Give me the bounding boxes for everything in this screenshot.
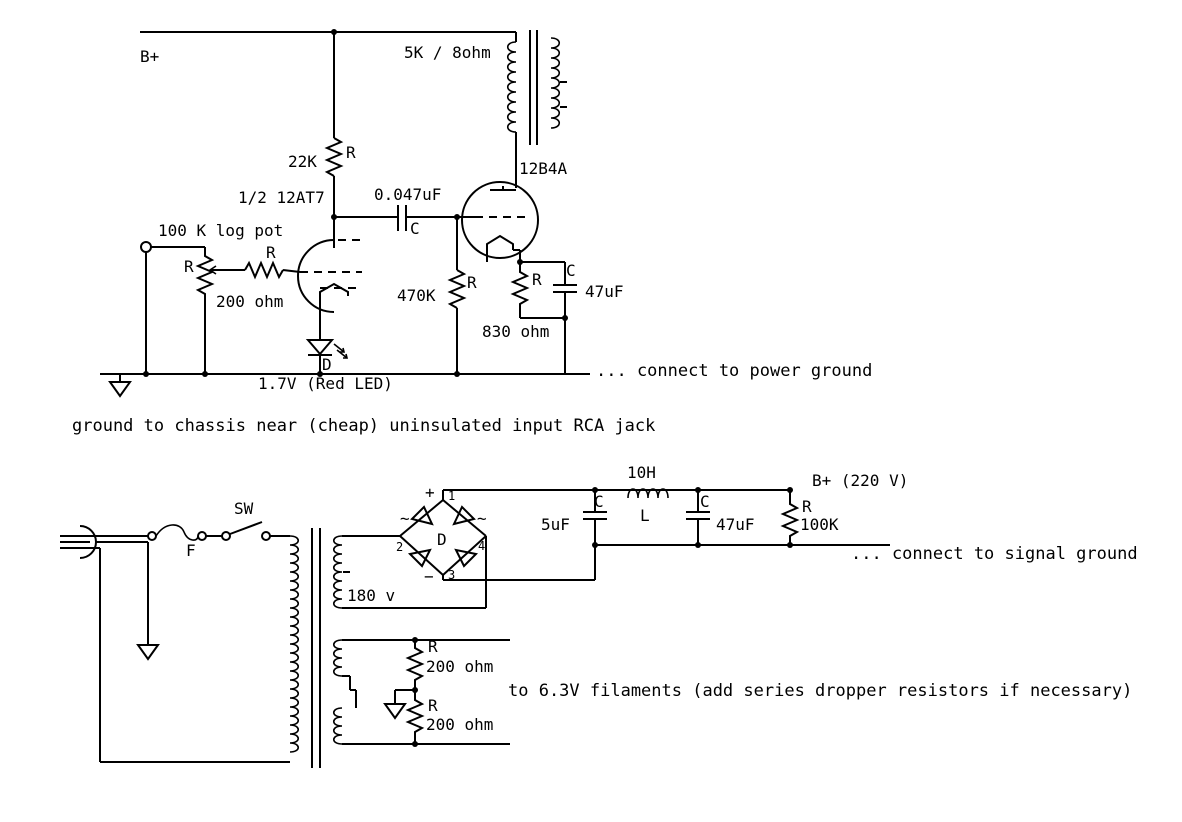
filament-secondary-lower	[332, 707, 343, 745]
choke-label: L	[640, 506, 650, 525]
led-triangle	[305, 339, 335, 356]
cathode-resistor-value: 830 ohm	[482, 322, 549, 341]
cathode-resistor	[510, 262, 530, 318]
pot-r-label: R	[184, 257, 194, 276]
plate-resistor	[324, 137, 344, 177]
filament-resistor-lower-value: 200 ohm	[426, 715, 493, 734]
grid-resistor-value: 470K	[397, 286, 436, 305]
led-note: 1.7V (Red LED)	[258, 374, 393, 393]
bleeder-label: R	[802, 497, 812, 516]
cathode-cap-label: C	[566, 261, 576, 280]
power-ground-note: ... connect to power ground	[596, 361, 872, 381]
fuse	[155, 524, 199, 541]
switch-label: SW	[234, 499, 254, 518]
led-label: D	[322, 355, 332, 374]
bridge-ac-right: ~	[477, 509, 487, 528]
grid-stopper-value: 200 ohm	[216, 292, 283, 311]
filament-resistor-lower-label: R	[428, 696, 438, 715]
tube1-cathode	[319, 282, 349, 312]
filament-resistor-upper-value: 200 ohm	[426, 657, 493, 676]
bridge-diode-4	[454, 548, 479, 568]
choke-value: 10H	[627, 463, 656, 482]
filter-cap2-label: C	[700, 492, 710, 511]
bridge-diode-2	[452, 505, 476, 526]
pot-label: 100 K log pot	[158, 221, 283, 240]
transformer-secondary-coil	[550, 37, 561, 129]
filament-resistor-lower	[405, 690, 425, 744]
bridge-rectifier	[399, 490, 487, 608]
power-supply-circuit	[60, 487, 890, 768]
grid-resistor-470k	[447, 269, 467, 309]
tube1-label: 1/2 12AT7	[238, 188, 325, 207]
mains-plug	[60, 525, 97, 559]
mains-ground-symbol	[136, 644, 160, 661]
grid-stopper-resistor	[244, 260, 284, 280]
bridge-diode-1	[410, 505, 434, 526]
cathode-resistor-label: R	[532, 270, 542, 289]
tube2-label: 12B4A	[519, 159, 568, 178]
ground-symbol	[108, 381, 132, 398]
led-diode	[305, 330, 349, 374]
bridge-ac-left: ~	[400, 509, 410, 528]
plate-resistor-value: 22K	[288, 152, 317, 171]
filter-choke	[627, 488, 669, 499]
hv-secondary-coil	[332, 535, 343, 609]
tube-12at7	[297, 239, 366, 330]
filament-resistor-upper	[405, 640, 425, 690]
tube-12b4a	[461, 181, 539, 262]
grid-resistor-label: R	[467, 273, 477, 292]
volume-pot	[195, 247, 215, 374]
bplus-220-label: B+ (220 V)	[812, 471, 908, 490]
filament-ground-symbol	[383, 703, 407, 720]
power-switch	[229, 521, 263, 535]
amplifier-circuit	[100, 29, 590, 398]
bridge-plus: +	[425, 483, 435, 502]
bleeder-resistor	[780, 490, 800, 545]
bridge-minus: −	[424, 567, 434, 586]
bplus-label: B+	[140, 47, 159, 66]
cathode-cap-value: 47uF	[585, 282, 624, 301]
filament-secondary-upper	[332, 639, 343, 677]
bridge-node-4: 4	[478, 539, 485, 553]
fuse-label: F	[186, 541, 196, 560]
transformer-label: 5K / 8ohm	[404, 43, 491, 62]
bridge-node-3: 3	[448, 568, 455, 582]
coupling-cap-value: 0.047uF	[374, 185, 441, 204]
bridge-label: D	[437, 530, 447, 549]
power-transformer	[289, 528, 350, 768]
hv-secondary-label: 180 v	[347, 586, 395, 605]
filter-cap1-value: 5uF	[541, 515, 570, 534]
chassis-ground-note: ground to chassis near (cheap) uninsulat…	[72, 416, 655, 436]
bridge-diode-3	[407, 548, 432, 568]
bridge-node-1: 1	[448, 489, 455, 503]
bridge-node-2: 2	[396, 540, 403, 554]
power-transformer-primary	[289, 535, 300, 753]
output-transformer	[506, 30, 567, 145]
bleeder-value: 100K	[800, 515, 839, 534]
tube2-cathode	[486, 234, 514, 258]
plate-resistor-label: R	[346, 143, 356, 162]
coupling-cap-label: C	[410, 219, 420, 238]
rca-input-jack	[140, 241, 152, 253]
transformer-primary-coil	[506, 41, 517, 133]
filter-cap2-value: 47uF	[716, 515, 755, 534]
grid-stopper-label: R	[266, 243, 276, 262]
filament-note: to 6.3V filaments (add series dropper re…	[508, 681, 1132, 701]
filament-resistor-upper-label: R	[428, 637, 438, 656]
signal-ground-note: ... connect to signal ground	[851, 544, 1138, 564]
filter-cap1-label: C	[594, 492, 604, 511]
